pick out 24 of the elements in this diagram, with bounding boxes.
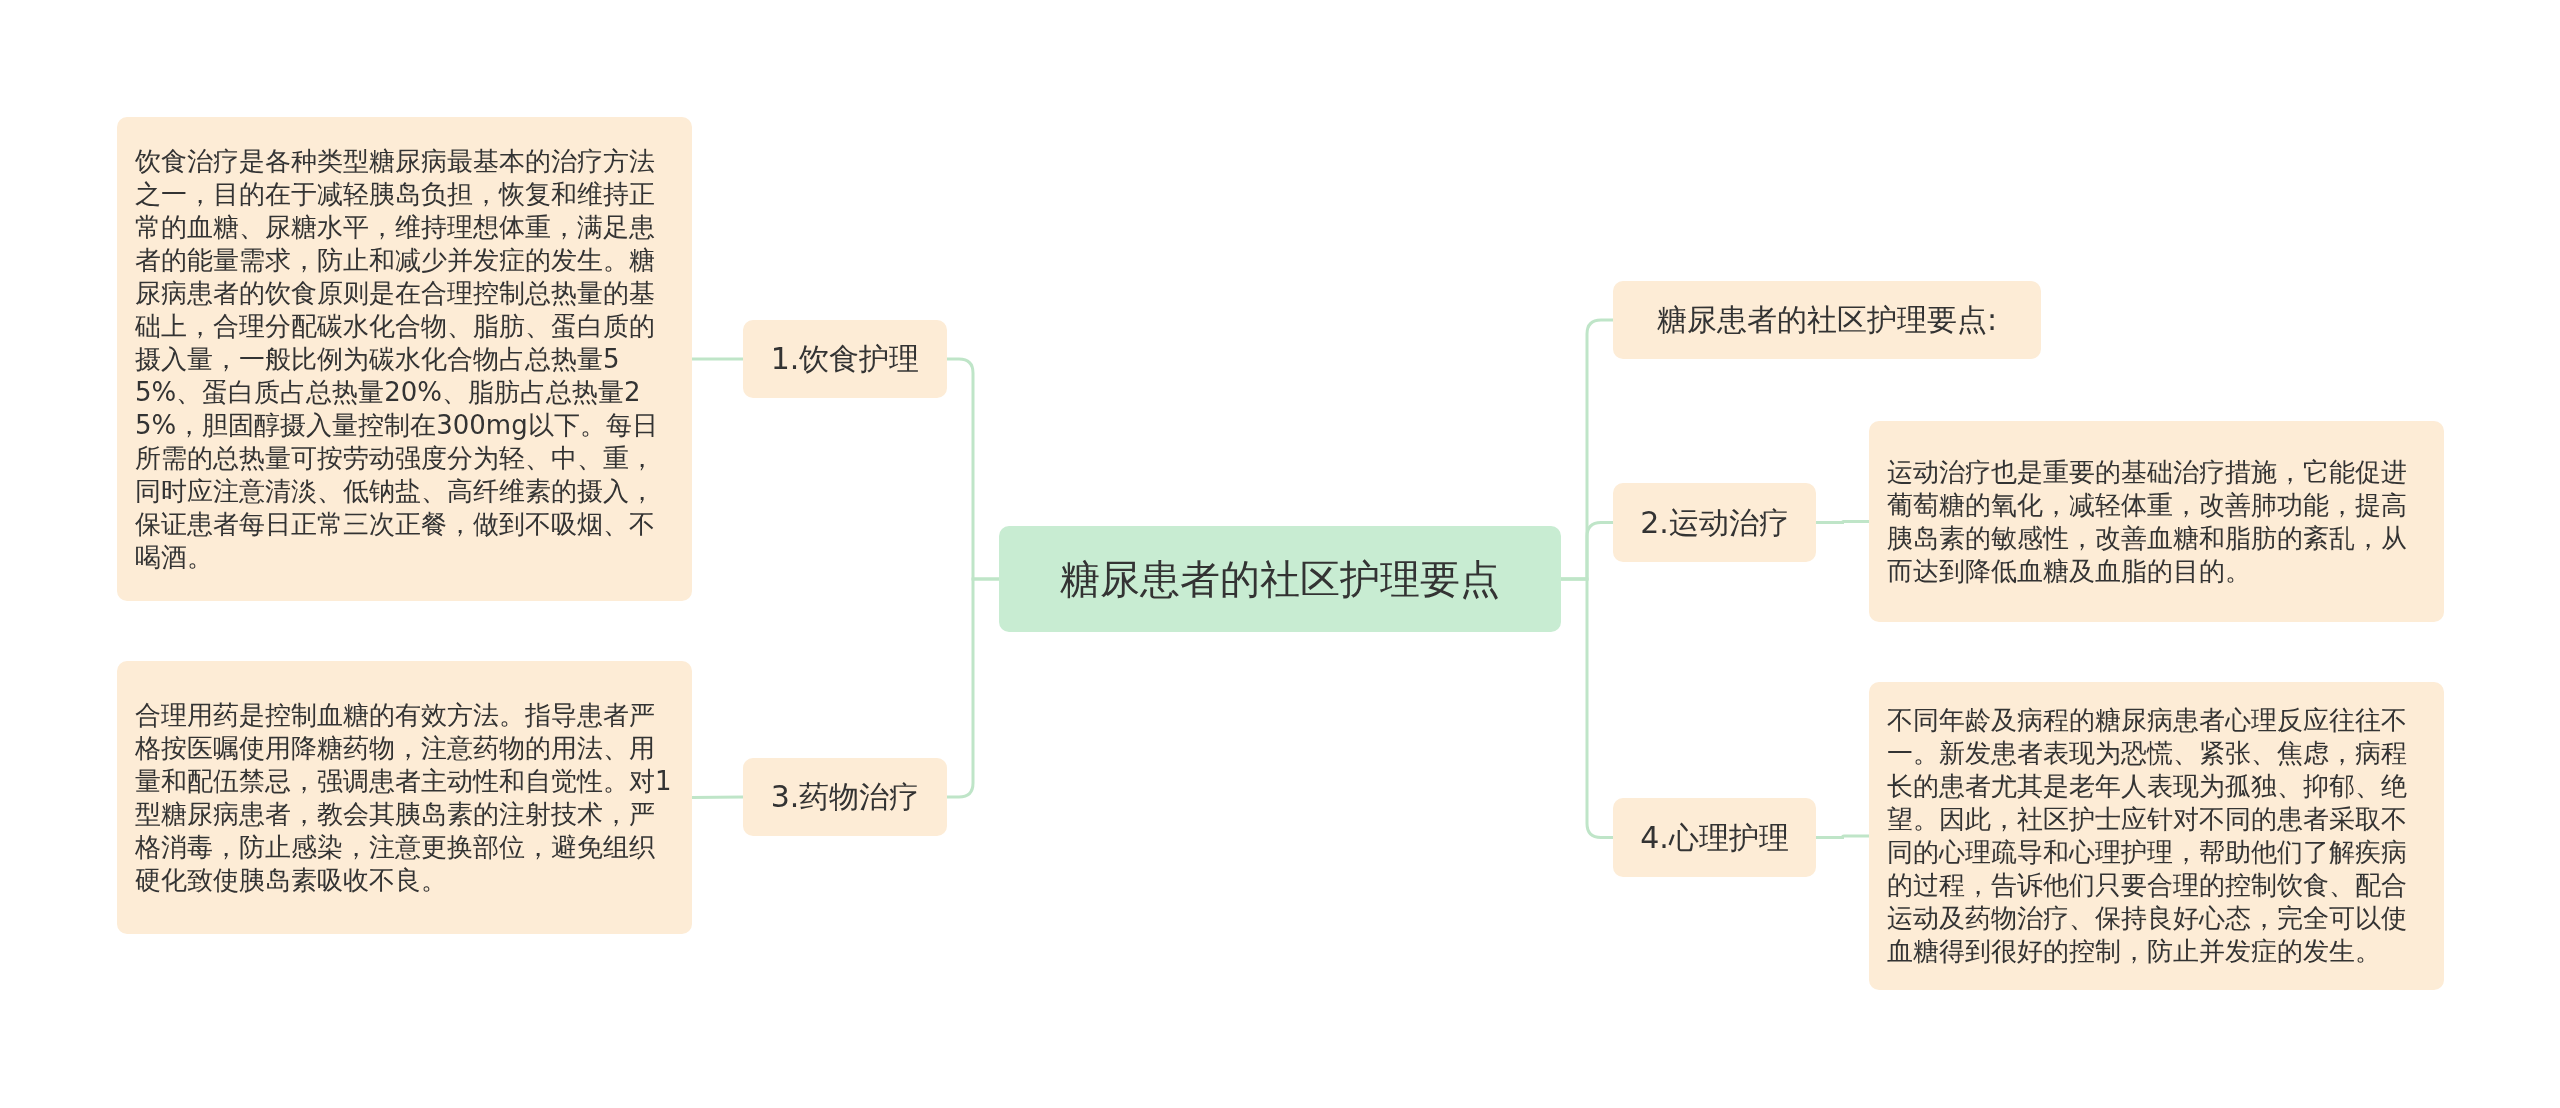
topic-box	[1613, 798, 1816, 877]
node-text: 糖尿患者的社区护理要点	[1060, 555, 1500, 603]
node-text: 1.饮食护理	[770, 341, 920, 377]
note-box	[117, 661, 692, 934]
connector-line	[692, 795, 743, 799]
node-text: 4.心理护理	[1640, 819, 1789, 856]
note-box	[117, 117, 692, 601]
note-box	[1869, 421, 2444, 622]
connector-line	[692, 357, 743, 361]
topic-box	[1613, 281, 2041, 359]
node-text: 饮食治疗是各种类型糖尿病最基本的治疗方法之一，目的在于减轻胰岛负担，恢复和维持正常的血糖、尿糖水平，维持理想体重，满足患者的能量需求，防止和减少并发症的发生。糖尿病患者的饮食原则是在合理控制总热量的基础上，合理分配碳水化合物、脂肪、蛋白质的摄入量，一般比例为碳水化合物占总热量55%、蛋白质占总热量20%、脂肪占总热量25%，胆固醇摄入量控制在300mg以下。每日所需的总热量可按劳动强度分为轻、中、重，同时应注意清淡、低钠盐、高纤维素的摄入，保证患者每日正常三次正餐，做到不吸烟、不喝酒。	[135, 144, 659, 574]
node-text: 2.运动治疗	[1640, 504, 1789, 541]
topic-box	[743, 758, 947, 836]
note-box	[1869, 682, 2444, 990]
node-text: 糖尿患者的社区护理要点:	[1656, 302, 1998, 338]
topic-box	[743, 320, 947, 398]
topic-box	[1613, 483, 1816, 562]
node-text: 3.药物治疗	[770, 779, 920, 815]
connector-line	[1816, 834, 1869, 839]
node-text: 合理用药是控制血糖的有效方法。指导患者严格按医嘱使用降糖药物，注意药物的用法、用量和配伍禁忌，强调患者主动性和自觉性。对1型糖尿病患者，教会其胰岛素的注射技术，严格消毒，防止感染，注意更换部位，避免组织硬化致使胰岛素吸收不良。	[135, 698, 673, 897]
connector-line	[1816, 520, 1869, 524]
node-text: 不同年龄及病程的糖尿病患者心理反应往往不一。新发患者表现为恐慌、紧张、焦虑，病程长的患者尤其是老年人表现为孤独、抑郁、绝望。因此，社区护士应针对不同的患者采取不同的心理疏导和心理护理，帮助他们了解疾病的过程，告诉他们只要合理的控制饮食、配合运动及药物治疗、保持良好心态，完全可以使血糖得到很好的控制，防止并发症的发生。	[1887, 704, 2408, 968]
central-topic	[999, 526, 1561, 632]
node-text: 运动治疗也是重要的基础治疗措施，它能促进葡萄糖的氧化，减轻体重，改善肺功能，提高胰岛素的敏感性，改善血糖和脂肪的紊乱，从而达到降低血糖及血脂的目的。	[1887, 455, 2408, 588]
